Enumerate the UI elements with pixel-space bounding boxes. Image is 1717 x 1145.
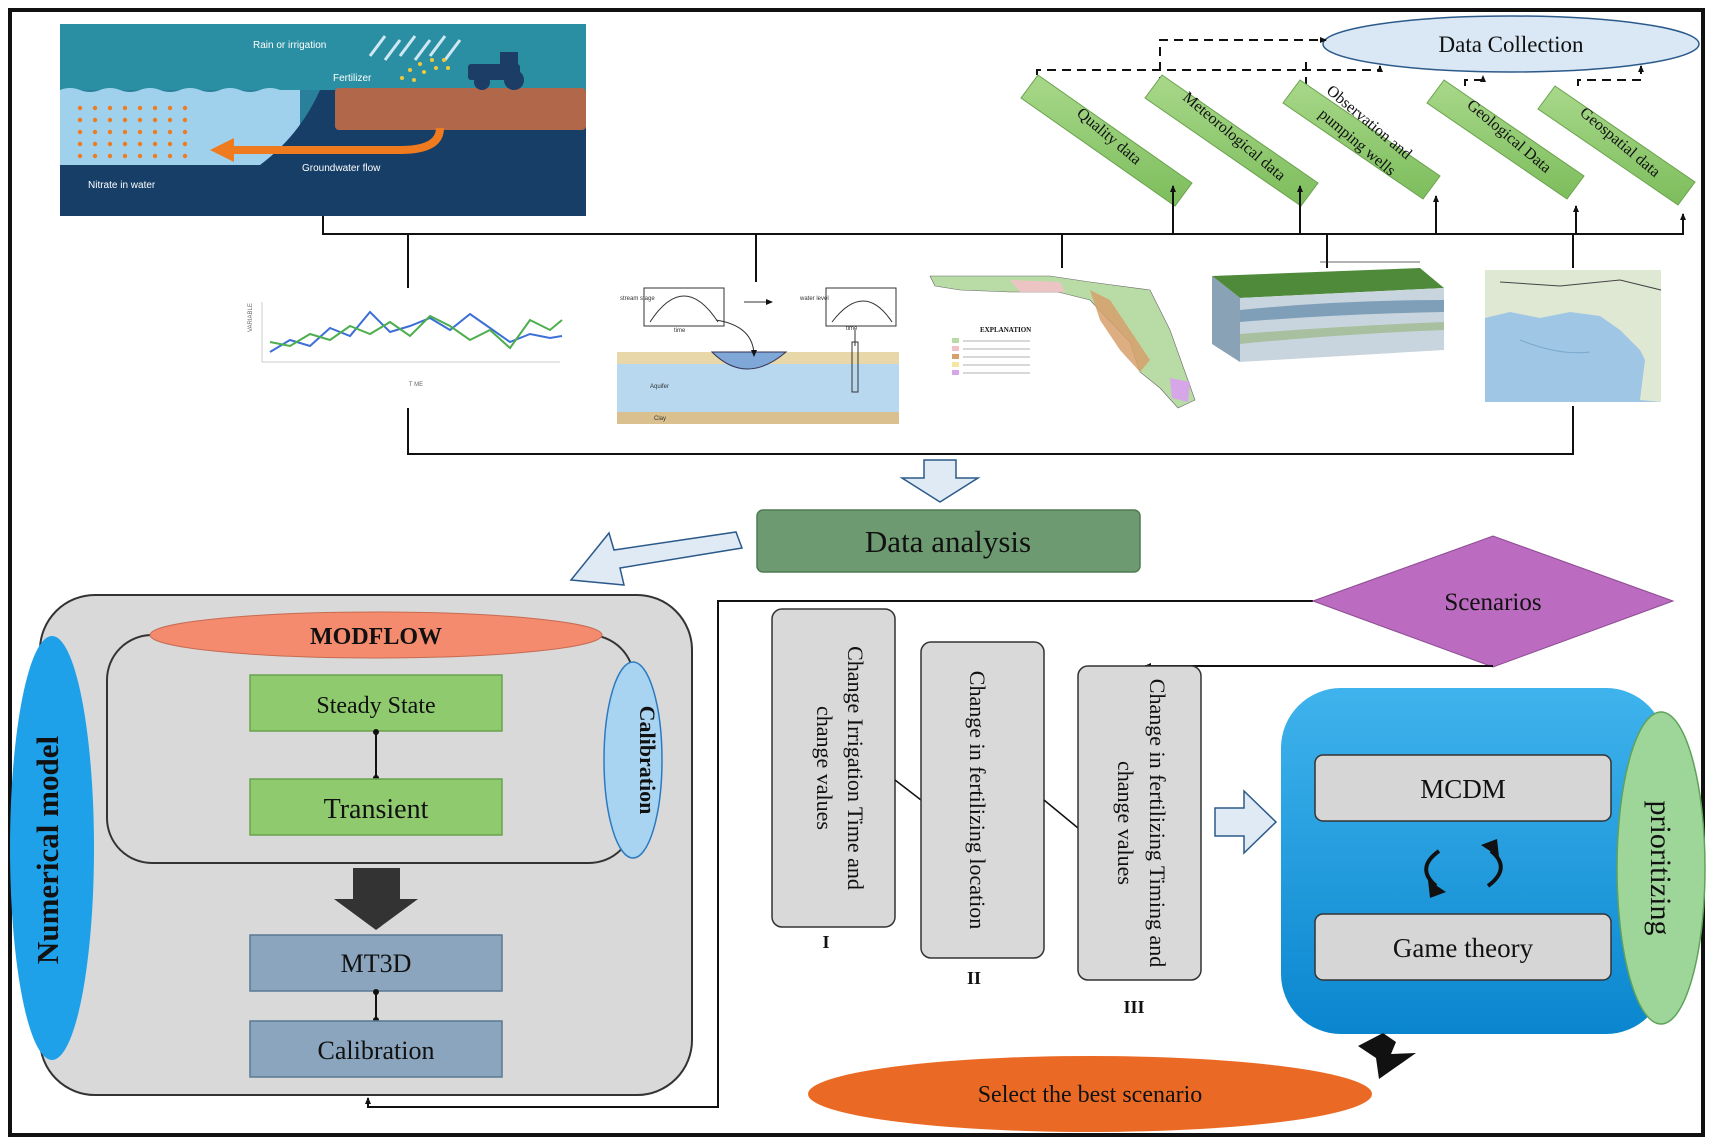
time-label-2: time [846,326,858,332]
rain-label: Rain or irrigation [253,40,326,51]
transient-label: Transient [324,794,429,825]
calibration-side-oval [603,661,663,859]
dashed-feed-lines [1036,37,1644,90]
chart-ylabel: VARIABLE [248,303,254,332]
data-collection-label: Data Collection [1439,32,1584,57]
calibration-box [249,1020,503,1078]
chart-xlabel: T ME [409,382,423,388]
scenario-2-line1: Change in fertilizing location [965,671,990,929]
tractor-icon [468,52,524,90]
stream-aquifer-thumbnail: stream stage time water level time Aquif… [617,282,899,424]
scenario-3-line1: Change in fertilizing Timing and [1145,679,1170,967]
select-best-scenario: Select the best scenario [808,1056,1372,1132]
groundwater-label: Groundwater flow [302,163,381,174]
time-label-1: time [674,328,686,334]
groundwater-flow-arrow [230,127,444,154]
transient-box [249,778,503,836]
scenario-2-numeral: II [967,968,981,988]
water-level-label: water level [799,296,829,302]
mt3d-label: MT3D [341,949,412,978]
scenario-1-line1: Change Irrigation Time and [843,646,868,890]
data-collection-node: Data Collection [1322,15,1700,73]
steady-state-box [249,674,503,732]
steady-state-label: Steady State [316,693,435,719]
model-panel: Numerical model MODFLOW Calibration Stea… [10,594,693,1096]
prioritizing-oval [1616,711,1706,1025]
data-collection-oval [1322,15,1700,73]
modflow-label: MODFLOW [310,624,442,650]
nitrate-label: Nitrate in water [88,180,156,191]
mcdm-box [1314,754,1612,822]
scenario-1-line2: change values [812,706,837,830]
rain-streaks [368,35,462,61]
game-theory-label: Game theory [1393,933,1534,963]
mt3d-box [249,934,503,992]
feedback-line [365,600,1313,1108]
mcdm-label: MCDM [1420,774,1506,804]
arrow-to-model [569,531,744,586]
calibration-side-label: Calibration [635,706,660,815]
explanation-label: EXPLANATION [980,326,1031,334]
soil-layer [335,88,586,130]
connector-bus [322,185,1686,455]
ranking-panel: prioritizing MCDM Game theory [1281,688,1706,1034]
down-arrow-to-analysis [899,459,981,503]
outer-frame [8,8,1705,1137]
nitrate-dots [77,105,188,159]
fertilizer-label: Fertilizer [333,73,372,84]
nitrate-illustration: Rain or irrigation Fertilizer Groundwate… [60,24,586,216]
scenarios-label: Scenarios [1444,589,1541,616]
cycle-arrow-left [1424,849,1441,888]
meteorological-data-label: Meteorological data [1179,89,1288,185]
aquifer-label: Aquifer [650,384,669,390]
cycle-arrow-right [1486,849,1503,888]
clay-label: Clay [654,416,666,422]
fertilizer-spray [400,58,450,82]
arrow-to-select [1358,1033,1416,1079]
scenario-box-2: Change in fertilizing location II [920,641,1045,988]
arrow-to-ranking [1214,789,1278,855]
scenario-1-numeral: I [822,932,829,952]
regional-map-thumbnail [1485,270,1662,402]
prioritizing-label: prioritizing [1644,801,1677,936]
data-analysis-label: Data analysis [865,524,1031,559]
scenario-3-numeral: III [1123,997,1144,1017]
numerical-model-oval [10,636,94,1060]
calibration-label: Calibration [318,1036,435,1065]
scenario-3-line2: change values [1113,761,1138,885]
stream-stage-label: stream stage [620,296,655,302]
game-theory-box [1314,913,1612,981]
numerical-model-label: Numerical model [30,736,65,965]
geology-block-thumbnail [1210,261,1446,380]
down-arrow-to-mt3d [334,868,418,930]
scenarios-diamond: Scenarios [1311,535,1675,668]
florida-map-thumbnail: EXPLANATION [927,268,1197,410]
timeseries-thumbnail: VARIABLE T ME [238,296,568,394]
scenario-box-3: Change in fertilizing Timing and change … [1077,665,1202,1017]
select-best-label: Select the best scenario [978,1082,1203,1108]
scenario-box-1: Change Irrigation Time and change values… [771,608,896,952]
data-analysis-box: Data analysis [756,509,1141,573]
